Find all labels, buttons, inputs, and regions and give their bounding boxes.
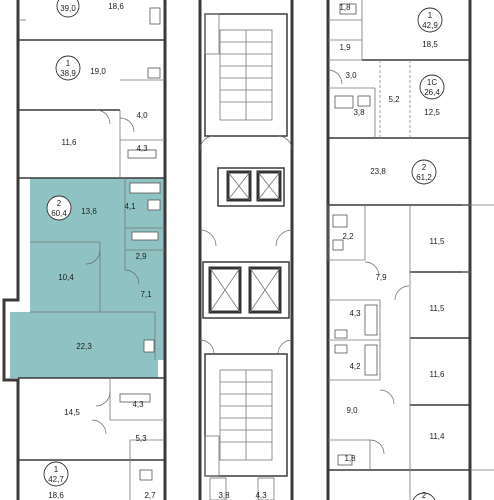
room-area: 22,3 bbox=[76, 342, 92, 351]
room-area: 5,2 bbox=[388, 95, 400, 104]
apartment-rooms: 1 bbox=[66, 59, 71, 68]
room-area: 1,8 bbox=[339, 3, 351, 12]
room-area: 3,8 bbox=[353, 108, 365, 117]
room-area: 4,3 bbox=[349, 309, 361, 318]
apartment-marker[interactable]: 2 61,2 bbox=[411, 159, 437, 185]
room-area: 2,7 bbox=[144, 491, 156, 500]
apartment-marker[interactable]: 2 bbox=[412, 491, 436, 500]
room-area: 23,8 bbox=[370, 167, 386, 176]
apartment-marker[interactable]: 1С 26,4 bbox=[419, 74, 445, 100]
room-area: 18,6 bbox=[48, 491, 64, 500]
room-area: 4,1 bbox=[124, 202, 136, 211]
room-area: 18,5 bbox=[422, 40, 438, 49]
left-wing bbox=[2, 0, 167, 500]
room-area-labels: 18,6 19,0 4,0 11,6 4,3 13,6 4,1 2,9 10,4… bbox=[48, 2, 445, 500]
apartment-marker[interactable]: 1 38,9 bbox=[55, 55, 81, 81]
room-area: 11,6 bbox=[62, 138, 78, 147]
room-area: 11,6 bbox=[430, 370, 446, 379]
apartment-area: 42,7 bbox=[48, 475, 64, 484]
room-area: 3,8 bbox=[218, 491, 230, 500]
room-area: 10,4 bbox=[58, 273, 74, 282]
room-area: 4,3 bbox=[255, 491, 267, 500]
apartment-marker[interactable]: 39,0 bbox=[56, 0, 80, 18]
room-area: 1,9 bbox=[339, 43, 351, 52]
room-area: 4,0 bbox=[136, 111, 148, 120]
apartment-rooms: 1 bbox=[428, 11, 433, 20]
room-area: 2,2 bbox=[342, 232, 354, 241]
building-core bbox=[198, 0, 294, 500]
room-area: 11,5 bbox=[430, 304, 446, 313]
stair-treads-bottom bbox=[220, 381, 272, 443]
apartment-rooms: 2 bbox=[422, 491, 427, 500]
right-wing bbox=[326, 0, 494, 500]
room-area: 4,3 bbox=[136, 144, 148, 153]
room-area: 3,0 bbox=[345, 71, 357, 80]
apartment-rooms: 2 bbox=[57, 199, 62, 208]
room-area: 5,3 bbox=[135, 434, 147, 443]
apartment-rooms: 2 bbox=[422, 163, 427, 172]
room-area: 4,3 bbox=[132, 400, 144, 409]
apartment-area: 42,9 bbox=[422, 21, 438, 30]
room-area: 11,4 bbox=[430, 432, 446, 441]
apartment-area: 60,4 bbox=[51, 209, 67, 218]
apartment-area: 61,2 bbox=[416, 173, 432, 182]
room-area: 12,5 bbox=[424, 108, 440, 117]
apartment-marker[interactable]: 2 60,4 bbox=[46, 195, 72, 221]
room-area: 11,5 bbox=[430, 237, 446, 246]
room-area: 7,9 bbox=[375, 273, 387, 282]
apartment-area: 26,4 bbox=[424, 88, 440, 97]
room-area: 4,2 bbox=[349, 362, 361, 371]
room-area: 19,0 bbox=[90, 67, 106, 76]
room-area: 18,6 bbox=[108, 2, 124, 11]
room-area: 1,8 bbox=[344, 454, 356, 463]
apartment-rooms: 1 bbox=[54, 465, 59, 474]
apartment-marker[interactable]: 1 42,7 bbox=[43, 461, 69, 487]
room-area: 9,0 bbox=[346, 406, 358, 415]
apartment-area: 39,0 bbox=[60, 4, 76, 13]
room-area: 2,9 bbox=[135, 252, 147, 261]
stair-treads-top bbox=[220, 41, 272, 103]
room-area: 13,6 bbox=[81, 207, 97, 216]
apartment-rooms: 1С bbox=[427, 78, 437, 87]
apartment-marker[interactable]: 1 42,9 bbox=[417, 7, 443, 33]
apartment-area: 38,9 bbox=[60, 69, 76, 78]
room-area: 14,5 bbox=[64, 408, 80, 417]
room-area: 7,1 bbox=[140, 290, 152, 299]
